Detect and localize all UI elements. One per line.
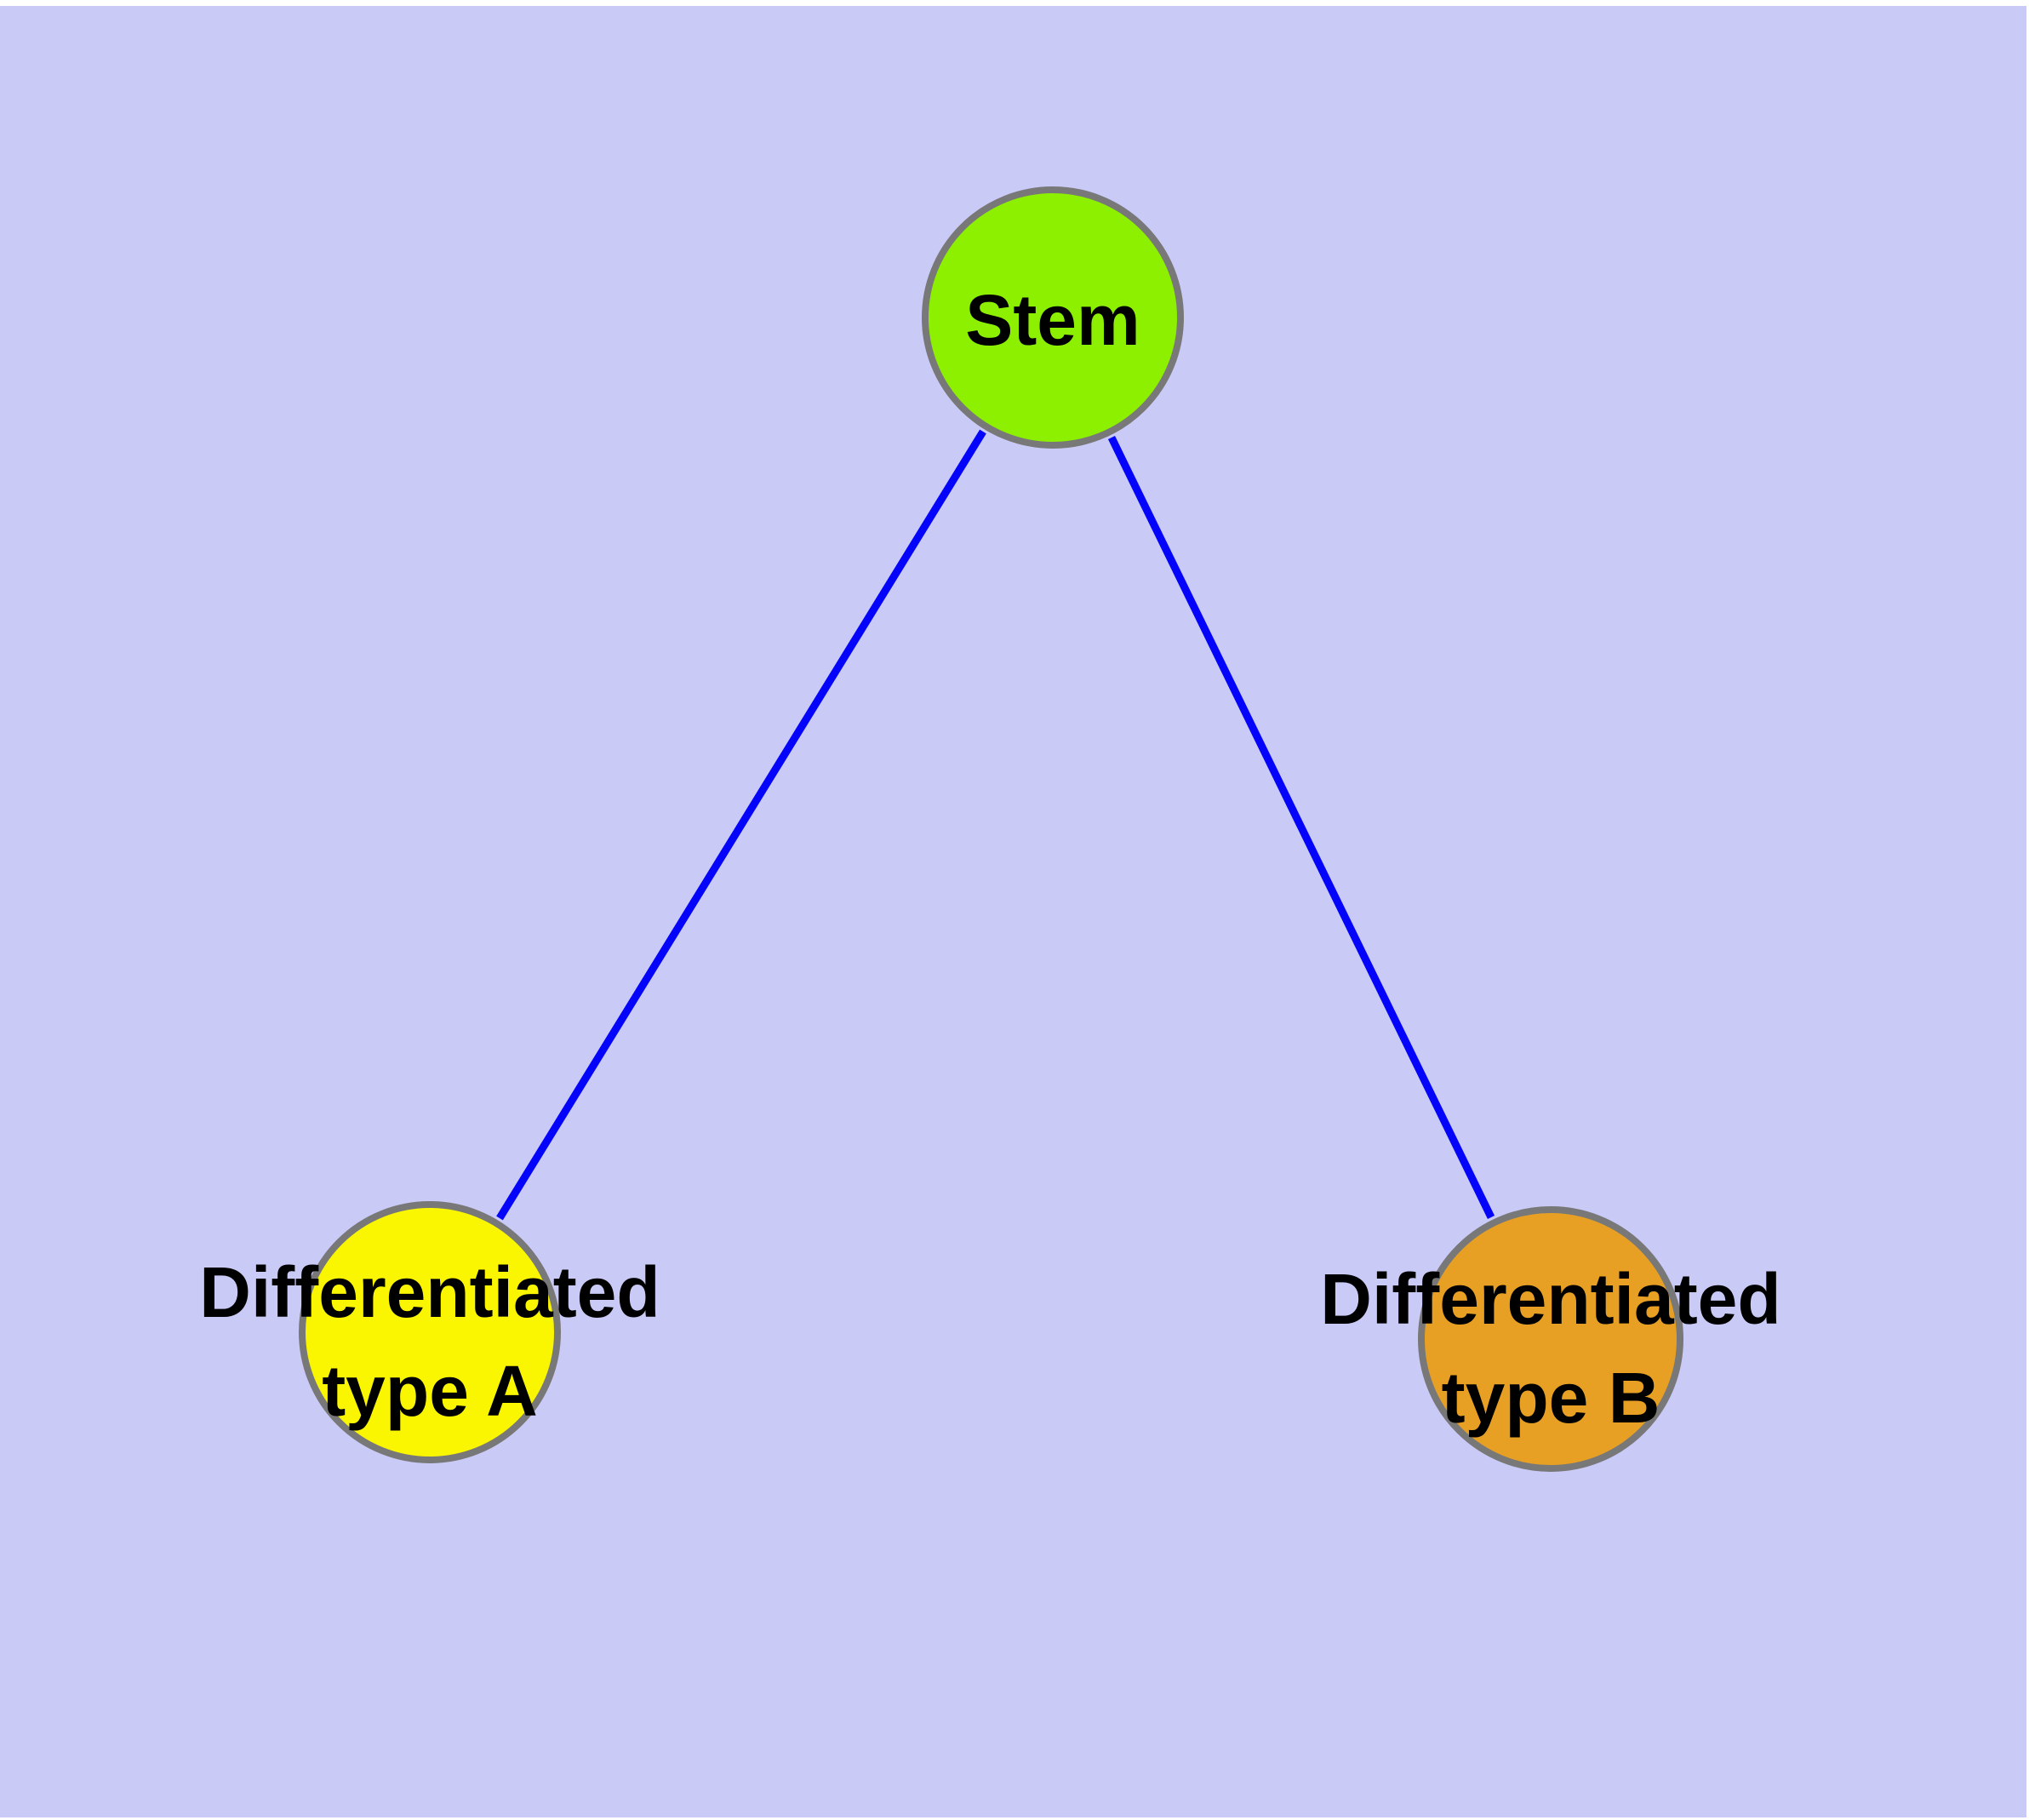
node-differentiated-type-a-circle [299, 1201, 561, 1463]
node-differentiated-type-a-label-line2: type A [322, 1351, 538, 1431]
edge-stem-to-type-b [1107, 436, 1495, 1219]
node-stem: Stem [922, 186, 1184, 449]
node-stem-label: Stem [965, 280, 1140, 360]
node-stem-circle [922, 186, 1184, 449]
edge-stem-to-type-a [496, 429, 986, 1221]
node-differentiated-type-b-label-line2: type B [1442, 1358, 1660, 1438]
node-differentiated-type-a-label-line1: Differentiated [199, 1252, 660, 1332]
node-differentiated-type-b-label-line1: Differentiated [1320, 1259, 1780, 1339]
node-differentiated-type-b-circle [1418, 1206, 1683, 1472]
node-differentiated-type-b: Differentiated type B [1320, 1206, 1781, 1472]
node-differentiated-type-a: Differentiated type A [199, 1201, 660, 1463]
